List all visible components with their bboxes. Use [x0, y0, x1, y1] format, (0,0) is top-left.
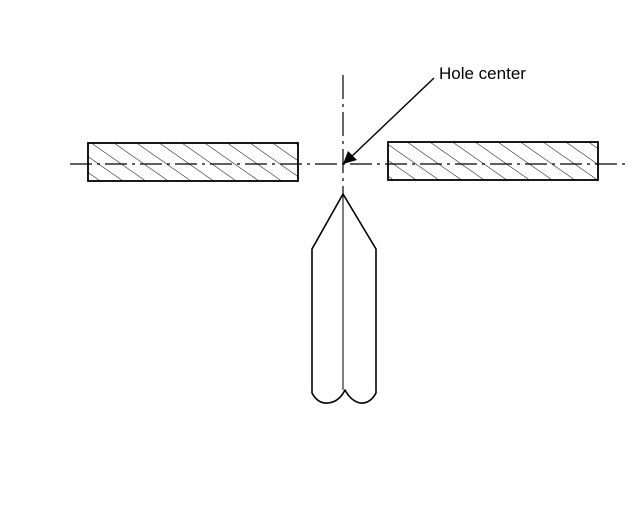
hole-center-label: Hole center	[439, 64, 526, 83]
right-plate-section	[387, 141, 599, 181]
leader-arrowhead	[343, 151, 357, 164]
left-plate-section	[87, 142, 299, 182]
drill-tool	[311, 193, 377, 404]
leader-line	[349, 77, 435, 159]
